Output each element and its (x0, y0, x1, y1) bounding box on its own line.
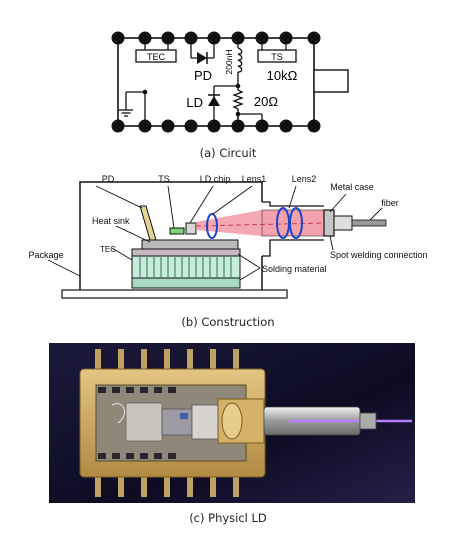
lens2-b (289, 207, 303, 239)
ts-box (257, 49, 297, 63)
photo-chip (180, 413, 188, 419)
label-fiber: fiber (381, 198, 399, 208)
pd-label: PD (194, 68, 212, 83)
label-heat-sink: Heat sink (92, 216, 130, 226)
photo-lens-holder (191, 404, 219, 440)
tec-pillars (139, 257, 232, 277)
package-wall (79, 181, 263, 290)
tec-box (135, 49, 177, 63)
photo-panel (0, 343, 456, 505)
resistor-ts-label: 10kΩ (267, 68, 298, 83)
label-tec: TEC (100, 245, 116, 254)
leader-lines (47, 185, 383, 281)
ld-label: LD (186, 95, 203, 110)
physical-ld-photo (49, 343, 415, 503)
photo-pins-top (95, 349, 239, 373)
metal-case (323, 209, 335, 237)
circuit-panel: TEC PD 200nH TS 10kΩ LD 20Ω (0, 0, 456, 160)
bottom-pins (111, 119, 321, 133)
circuit-diagram: TEC PD 200nH TS 10kΩ LD 20Ω (111, 31, 349, 133)
photo-tec (125, 402, 163, 442)
ld-chip-component (185, 222, 197, 235)
construction-diagram: PD TS LD chip Lens1 Lens2 Metal case fib… (28, 174, 428, 299)
ferrule (333, 215, 353, 231)
label-metal-case: Metal case (330, 182, 374, 192)
label-ts: TS (158, 174, 170, 184)
pd-diode-symbol (197, 52, 207, 64)
photo-submount (161, 408, 193, 436)
top-pins (111, 31, 321, 45)
label-lens1: Lens1 (242, 174, 267, 184)
label-package: Package (28, 250, 63, 260)
inductor-label: 200nH (224, 49, 234, 74)
resistor-ld-label: 20Ω (254, 94, 278, 109)
resistor-symbol (232, 86, 244, 119)
metal-case-bottom (262, 239, 324, 257)
ground-symbol (119, 109, 133, 117)
label-lens2: Lens2 (292, 174, 317, 184)
label-pd: PD (102, 174, 115, 184)
inductor-symbol (237, 47, 243, 73)
lens1 (206, 213, 218, 239)
fiber-body (351, 219, 387, 227)
label-ld-chip: LD chip (200, 174, 231, 184)
label-spot-welding: Spot welding connection (330, 250, 428, 260)
package-base (61, 289, 288, 299)
circuit-caption: (a) Circuit (199, 146, 257, 160)
ts-label: TS (271, 52, 283, 62)
circuit-connector (313, 69, 349, 93)
photo-caption: (c) Physicl LD (189, 511, 267, 525)
photo-pads (98, 387, 176, 459)
tec-label: TEC (147, 52, 166, 62)
heat-sink (141, 239, 239, 250)
ts-component (169, 227, 185, 235)
construction-caption: (b) Construction (181, 315, 275, 329)
beam-tube (261, 209, 325, 237)
laser-beam (196, 210, 262, 236)
construction-panel: PD TS LD chip Lens1 Lens2 Metal case fib… (0, 166, 456, 316)
photo-pins-bottom (95, 473, 239, 497)
ld-diode-symbol (208, 96, 220, 106)
photo-wire (111, 403, 126, 424)
pd-component (139, 205, 157, 241)
metal-case-top (262, 201, 324, 207)
label-solding-material: Solding material (262, 264, 327, 274)
tec-top-plate (131, 248, 241, 257)
tec-bottom-plate (131, 277, 241, 289)
